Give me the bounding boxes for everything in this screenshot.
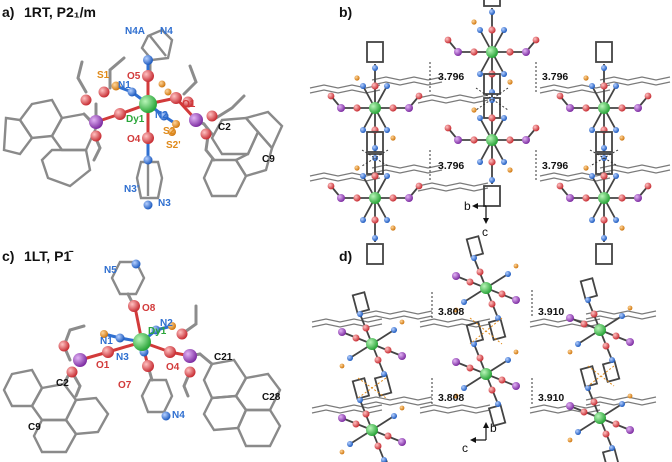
label-n3-c: N3: [116, 352, 129, 363]
label-o4: O4: [127, 134, 141, 145]
label-s2: S2: [163, 126, 176, 137]
axis-d-label-c: c: [462, 441, 468, 455]
panel-d-letter: d): [339, 248, 352, 264]
label-dy: Dy1: [126, 114, 145, 125]
label-n5: N5: [104, 265, 117, 276]
label-c2-c: C2: [56, 378, 69, 389]
axis-b-label-c: c: [482, 225, 488, 239]
label-o7: O7: [118, 380, 132, 391]
label-n4-c: N4: [172, 410, 185, 421]
distance-d-1: 3.808: [438, 306, 464, 318]
distance-d-2: 3.910: [538, 306, 564, 318]
label-s2p: S2': [166, 140, 181, 151]
axis-indicator-b: b c: [464, 199, 489, 239]
label-dy-c: Dy1: [148, 326, 167, 337]
distance-d-3: 3.808: [438, 392, 464, 404]
label-n1: N1: [118, 80, 131, 91]
label-c9: C9: [262, 154, 275, 165]
dy-atom-a: [139, 95, 157, 113]
label-o4-c: O4: [166, 362, 180, 373]
label-s1: S1: [97, 70, 110, 81]
label-o1: O1: [182, 99, 196, 110]
distance-d-4: 3.910: [538, 392, 564, 404]
left-aryl: [2, 98, 98, 188]
axis-b-label-b: b: [464, 199, 471, 213]
label-n4a: N4A: [125, 26, 145, 37]
label-n2: N2: [155, 110, 168, 121]
axis-indicator-d: c b: [462, 421, 497, 455]
label-n3p: N3': [124, 184, 139, 195]
label-c21: C21: [214, 352, 233, 363]
label-n3: N3: [158, 198, 171, 209]
panel-c-title: 1LT, P1̄: [24, 248, 74, 264]
panel-b: b) 3.796 3.796 3.796 3.796: [309, 0, 671, 265]
panel-d: d) 3.808 3.910 3.808 3.910: [311, 235, 657, 462]
label-n1-c: N1: [100, 336, 113, 347]
label-c2: C2: [218, 122, 231, 133]
label-n4: N4: [160, 26, 173, 37]
axis-d-label-b: b: [490, 421, 497, 435]
label-o8: O8: [142, 303, 156, 314]
panel-a: a) 1RT, P2₁/m: [2, 4, 284, 210]
label-c28: C28: [262, 392, 281, 403]
panel-a-title: 1RT, P2₁/m: [24, 4, 96, 20]
distance-b-4: 3.796: [542, 160, 568, 172]
label-o5: O5: [127, 71, 141, 82]
panel-b-letter: b): [339, 4, 352, 20]
distance-b-1: 3.796: [438, 71, 464, 83]
label-n2: N2: [160, 318, 173, 329]
panel-c: c) 1LT, P1̄: [2, 248, 282, 454]
label-o1-c: O1: [96, 360, 110, 371]
distance-b-3: 3.796: [438, 160, 464, 172]
distance-b-2: 3.796: [542, 71, 568, 83]
label-c9-c: C9: [28, 422, 41, 433]
panel-a-letter: a): [2, 4, 14, 20]
panel-c-letter: c): [2, 248, 14, 264]
dy-atom-c: [133, 333, 151, 351]
